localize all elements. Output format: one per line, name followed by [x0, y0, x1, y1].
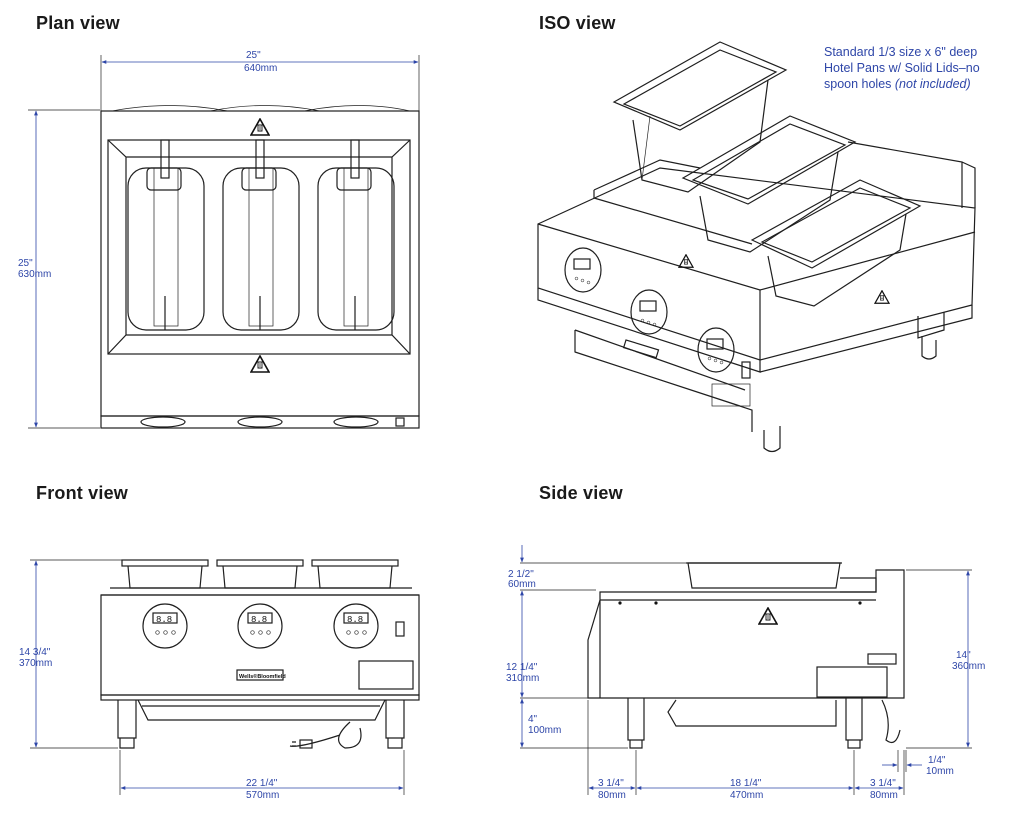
- side-body-mm: 310mm: [506, 673, 539, 684]
- side-left-in: 3 1/4": [598, 778, 624, 789]
- front-brand-plate: [236, 669, 284, 681]
- side-pan-in: 2 1/2": [508, 569, 534, 580]
- iso-pan-2: [681, 115, 857, 253]
- side-pan-mm: 60mm: [508, 579, 536, 590]
- iso-control-1: [564, 247, 602, 293]
- side-body-in: 12 1/4": [506, 662, 538, 673]
- front-display-3: 8.8: [347, 615, 363, 625]
- side-total-in: 14": [956, 650, 971, 661]
- iso-note-line2: Hotel Pans w/ Solid Lids–no: [824, 61, 980, 75]
- plan-warning-top-icon: [250, 118, 270, 136]
- side-back-in: 1/4": [928, 755, 946, 766]
- side-left-mm: 80mm: [598, 790, 626, 801]
- iso-view-title: ISO view: [539, 13, 616, 33]
- side-total-mm: 360mm: [952, 661, 985, 672]
- iso-pan-1: [612, 41, 788, 193]
- side-mid-mm: 470mm: [730, 790, 763, 801]
- iso-note-not-included: (not included): [894, 77, 971, 91]
- side-warning-icon: [758, 607, 778, 625]
- side-leg-in: 4": [528, 714, 538, 725]
- front-display-2: 8.8: [251, 615, 267, 625]
- side-view: 2 1/2" 60mm 12 1/4" 310mm 4" 100mm 14" 3…: [506, 545, 985, 801]
- plan-view: 25" 640mm 25" 630mm: [18, 50, 420, 429]
- iso-pan-3: [750, 179, 922, 307]
- plan-well-right: [317, 139, 395, 331]
- front-control-2: 8.8: [237, 603, 283, 649]
- plan-view-title: Plan view: [36, 13, 120, 33]
- plan-well-middle: [222, 139, 300, 331]
- plan-depth-in: 25": [18, 258, 33, 269]
- plan-warning-bottom-icon: [250, 355, 270, 373]
- side-leg-mm: 100mm: [528, 725, 561, 736]
- iso-note-line3-text: spoon holes: [824, 77, 895, 91]
- iso-switch: [741, 361, 751, 379]
- iso-pan-note: Standard 1/3 size x 6" deep Hotel Pans w…: [824, 44, 980, 92]
- iso-view: [537, 41, 976, 453]
- front-feet-in: 22 1/4": [246, 778, 278, 789]
- front-feet-mm: 570mm: [246, 790, 279, 801]
- iso-control-3: [697, 327, 735, 373]
- iso-warning-front-icon: [678, 254, 694, 268]
- front-control-1: 8.8: [142, 603, 188, 649]
- side-back-mm: 10mm: [926, 766, 954, 777]
- front-brand-text: Wells®Bloomfield: [239, 673, 286, 680]
- front-view: 14 3/4" 370mm 8.8 8.8 8.8: [19, 559, 420, 801]
- plan-width-mm: 640mm: [244, 63, 277, 74]
- side-view-title: Side view: [539, 483, 623, 503]
- iso-note-line3: spoon holes (not included): [824, 76, 980, 92]
- iso-control-2: [630, 289, 668, 335]
- plan-depth-mm: 630mm: [18, 269, 51, 280]
- front-control-3: 8.8: [333, 603, 379, 649]
- plan-well-left: [127, 139, 205, 331]
- plan-width-in: 25": [246, 50, 261, 61]
- side-mid-in: 18 1/4": [730, 778, 762, 789]
- side-right-in: 3 1/4": [870, 778, 896, 789]
- iso-warning-side-icon: [874, 290, 890, 304]
- front-height-in: 14 3/4": [19, 647, 51, 658]
- front-display-1: 8.8: [156, 615, 172, 625]
- front-view-title: Front view: [36, 483, 129, 503]
- front-power-switch: [395, 621, 405, 637]
- iso-note-line1: Standard 1/3 size x 6" deep: [824, 45, 978, 59]
- front-height-mm: 370mm: [19, 658, 52, 669]
- side-right-mm: 80mm: [870, 790, 898, 801]
